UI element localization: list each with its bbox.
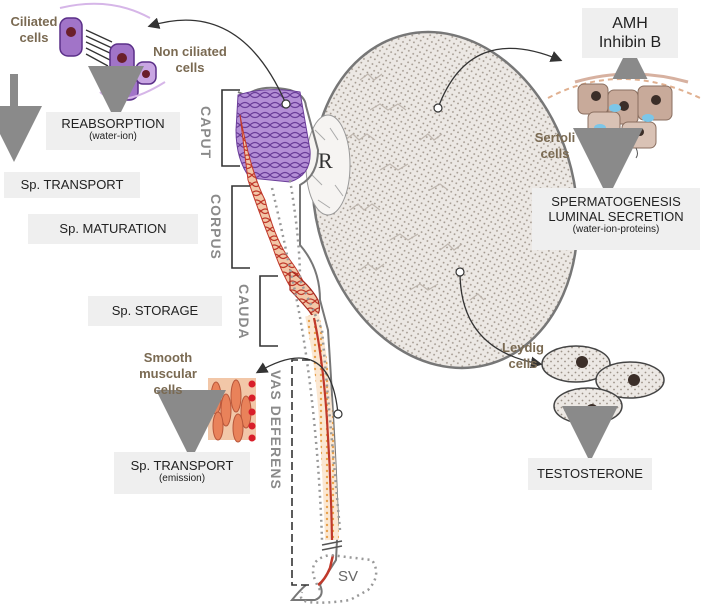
leydig-cells-illustration [541, 345, 665, 425]
vas-deferens-lumen [312, 317, 334, 541]
seminal-vesicle-marker: SV [338, 568, 359, 585]
testosterone-box: TESTOSTERONE [528, 458, 652, 490]
seminiferous-tubules [344, 73, 485, 301]
testis [305, 30, 579, 370]
caput-label: CAPUT [198, 106, 214, 160]
corpus-bracket [231, 185, 250, 269]
testis-body [311, 30, 579, 370]
reabsorption-box: REABSORPTION (water-ion) [46, 112, 180, 150]
pointer-arrows [147, 17, 563, 415]
vas-deferens-bracket [291, 359, 312, 586]
rete-marker: R [318, 148, 333, 173]
amh-inhibin-box: AMH Inhibin B [582, 8, 678, 58]
sp-transport-box: Sp. TRANSPORT [4, 172, 140, 198]
rete-lines [311, 127, 344, 209]
corpus-label: CORPUS [208, 194, 224, 260]
cauda-tubules [289, 268, 321, 319]
cauda-bracket [259, 275, 278, 347]
sp-storage-box: Sp. STORAGE [88, 296, 222, 326]
caput-tubules [235, 89, 311, 183]
sp-maturation-box: Sp. MATURATION [28, 214, 198, 244]
seminal-vesicle-outline [299, 553, 378, 604]
caput-bracket [221, 89, 240, 167]
sp-transport-emission-box: Sp. TRANSPORT (emission) [114, 452, 250, 494]
cauda-label: CAUDA [236, 284, 252, 340]
vas-deferens-label: VAS DEFERENS [268, 370, 284, 490]
ejaculatory-duct [317, 554, 335, 587]
spermatogenesis-box: SPERMATOGENESIS LUMINAL SECRETION (water… [532, 188, 700, 250]
smooth-muscle-illustration [208, 378, 256, 443]
